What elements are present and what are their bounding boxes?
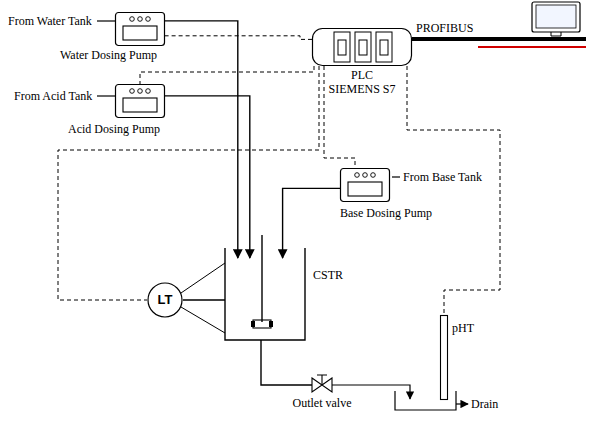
signal-line [58, 66, 319, 300]
node-label: PLC SIEMENS S7 [326, 68, 398, 96]
signal-line [407, 66, 500, 315]
annotation-label: From Water Tank [8, 14, 92, 28]
profibus-cable [412, 37, 586, 41]
dosing-pump-shape [115, 84, 165, 118]
node-label: CSTR [313, 268, 343, 282]
annotation-label: Drain [471, 397, 498, 411]
reactor-tank: CSTR [225, 248, 305, 340]
outlet-valve-shape [312, 377, 332, 393]
dosing-pump: Acid Dosing Pump [115, 84, 165, 118]
node-label: Outlet valve [290, 396, 354, 410]
annotation-label: From Acid Tank [14, 89, 92, 103]
level-sensor-line [181, 263, 225, 293]
node-label: Water Dosing Pump [60, 48, 157, 62]
flow-line [283, 188, 340, 258]
drain-arrow [456, 403, 468, 404]
computer-stand [551, 32, 561, 36]
outlet-valve: Outlet valve [312, 377, 332, 393]
ph-transmitter-shape [440, 315, 448, 400]
annotation-label: From Base Tank [403, 170, 482, 184]
annotation-label: PROFIBUS [416, 21, 473, 35]
node-label: LT [147, 293, 183, 307]
computer-monitor [532, 2, 580, 32]
flow-line [183, 299, 225, 300]
acid-feed-line [97, 95, 115, 96]
computer-screen [536, 5, 576, 28]
node-label: Acid Dosing Pump [68, 122, 160, 136]
signal-line [140, 66, 314, 84]
ph-transmitter: pHT [440, 315, 448, 400]
dosing-pump: Water Dosing Pump [115, 12, 165, 46]
plc-controller-shape [312, 28, 412, 66]
dosing-pump-shape [115, 12, 165, 46]
level-transmitter: LT [147, 282, 183, 318]
flow-line [165, 21, 238, 258]
reactor-tank-shape [225, 248, 305, 340]
node-label: Base Dosing Pump [340, 206, 432, 220]
flow-line [165, 96, 250, 258]
flow-line [261, 340, 312, 385]
base-feed-line [392, 176, 400, 177]
node-label: pHT [452, 321, 474, 335]
profibus-cable-red [478, 46, 586, 48]
plc-controller: PLC SIEMENS S7 [312, 28, 412, 66]
water-feed-line [97, 20, 115, 21]
dosing-pump: Base Dosing Pump [340, 168, 390, 202]
level-sensor-line [181, 307, 225, 333]
signal-line [324, 66, 355, 168]
dosing-pump-shape [340, 168, 390, 202]
